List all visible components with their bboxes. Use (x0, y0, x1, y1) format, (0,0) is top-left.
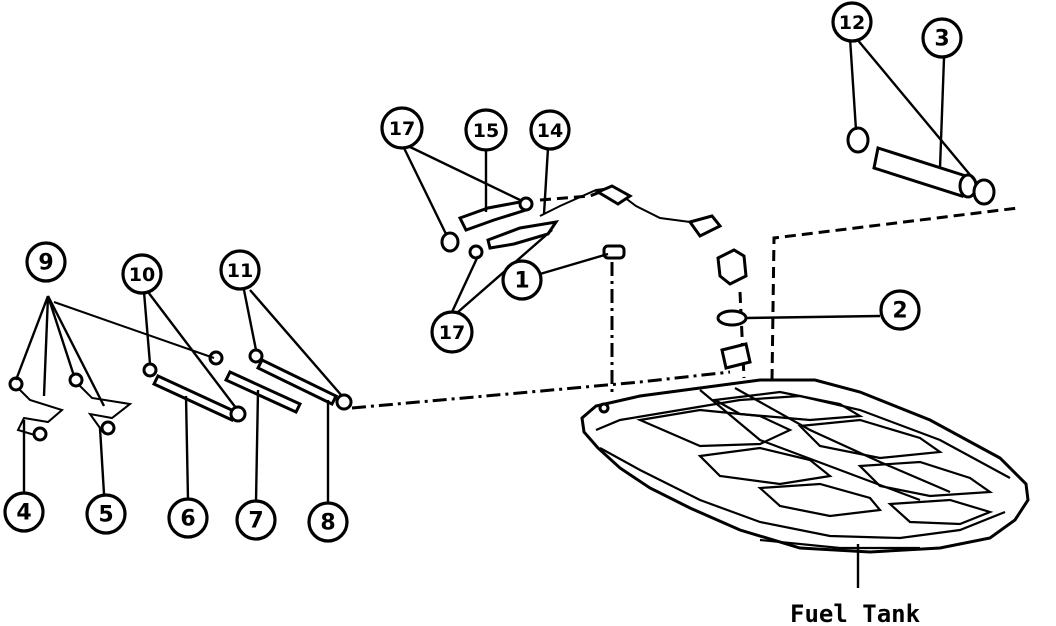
callout-10: 10 (121, 253, 163, 295)
callout-8-label: 8 (320, 511, 335, 536)
callout-1: 1 (501, 259, 543, 301)
fuel-tank (580, 378, 1030, 554)
callout-8: 8 (307, 501, 349, 543)
callout-7-label: 7 (248, 509, 263, 534)
fuel-hose-assembly (846, 126, 996, 206)
callout-10-label: 10 (129, 264, 155, 286)
callout-15: 15 (464, 108, 508, 152)
callout-6-label: 6 (180, 507, 195, 532)
callout-14: 14 (529, 109, 571, 151)
gauge-unit-assembly (440, 184, 723, 260)
callout-4: 4 (3, 491, 45, 533)
callout-2-label: 2 (892, 299, 907, 324)
callout-6: 6 (167, 497, 209, 539)
callout-17-bottom-label: 17 (439, 322, 465, 344)
leader-lines (14, 37, 977, 504)
callout-11: 11 (219, 249, 261, 291)
callout-4-label: 4 (16, 501, 31, 526)
straps-and-bolts (8, 301, 353, 442)
callout-1-label: 1 (514, 269, 529, 294)
callout-5-label: 5 (98, 503, 113, 528)
callout-14-label: 14 (537, 120, 563, 142)
fuel-tank-caption: Fuel Tank (790, 600, 921, 626)
callout-11-label: 11 (227, 260, 253, 282)
callout-7: 7 (235, 499, 277, 541)
callout-12-label: 12 (839, 12, 865, 34)
callout-5: 5 (85, 493, 127, 535)
callout-15-label: 15 (473, 120, 499, 142)
callout-3-label: 3 (934, 27, 949, 52)
callout-9-label: 9 (38, 251, 53, 276)
filler-neck-parts (716, 248, 752, 370)
callout-3: 3 (921, 17, 963, 59)
callout-17-top-label: 17 (389, 118, 415, 140)
callout-2: 2 (879, 289, 921, 331)
callout-17-top: 17 (380, 106, 424, 150)
callout-9: 9 (25, 241, 67, 283)
callout-12: 12 (831, 1, 873, 43)
callout-17-bottom: 17 (430, 310, 474, 354)
